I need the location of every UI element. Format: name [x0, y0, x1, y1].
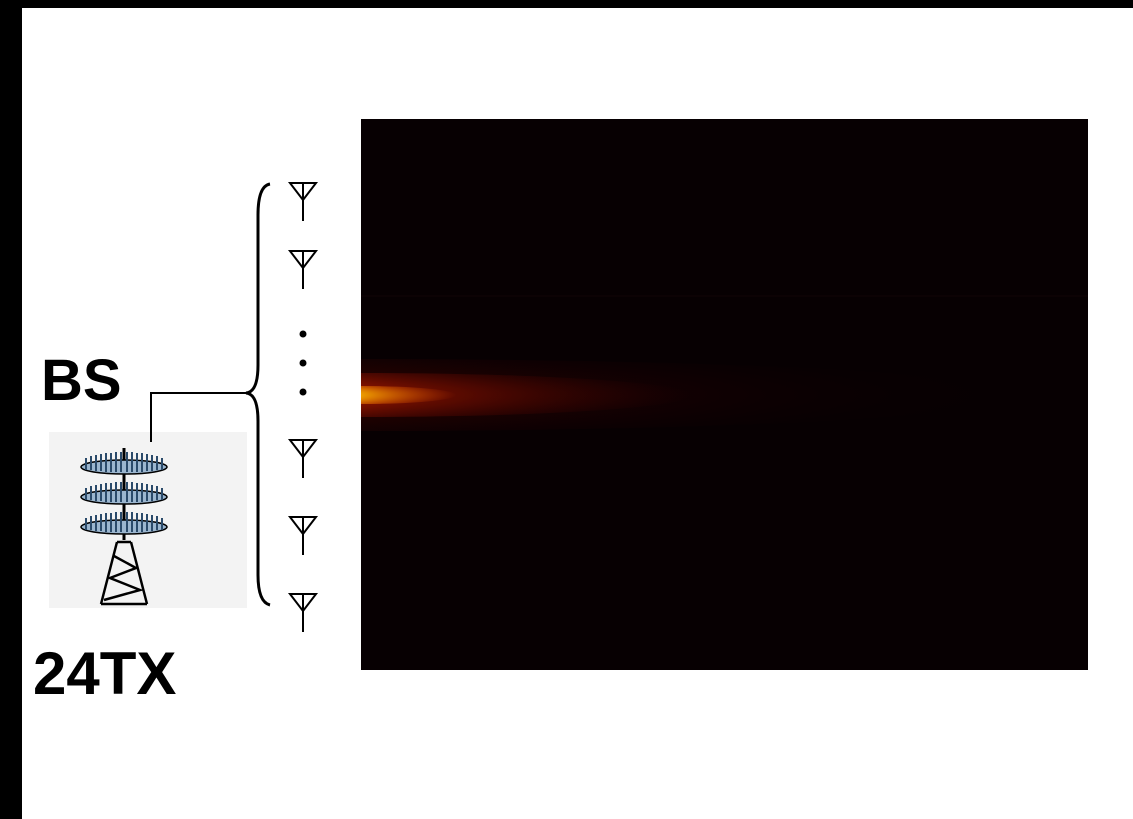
beam-heatmap	[361, 119, 1088, 670]
array-brace	[245, 182, 271, 607]
transmitter-count-label: 24TX	[33, 640, 177, 707]
beam-heatmap-graphic	[361, 119, 1088, 670]
beam-mid	[361, 373, 691, 417]
bs-connector-line	[150, 392, 246, 442]
beam-core	[361, 386, 456, 404]
base-station-label: BS	[41, 348, 122, 413]
antenna-icon	[287, 439, 319, 478]
cell-tower-icon	[80, 448, 168, 606]
antenna-icon	[287, 593, 319, 632]
antenna-icon	[287, 250, 319, 289]
antenna-icon	[287, 182, 319, 221]
antenna-icon	[287, 516, 319, 555]
ellipsis-dots	[299, 330, 307, 396]
